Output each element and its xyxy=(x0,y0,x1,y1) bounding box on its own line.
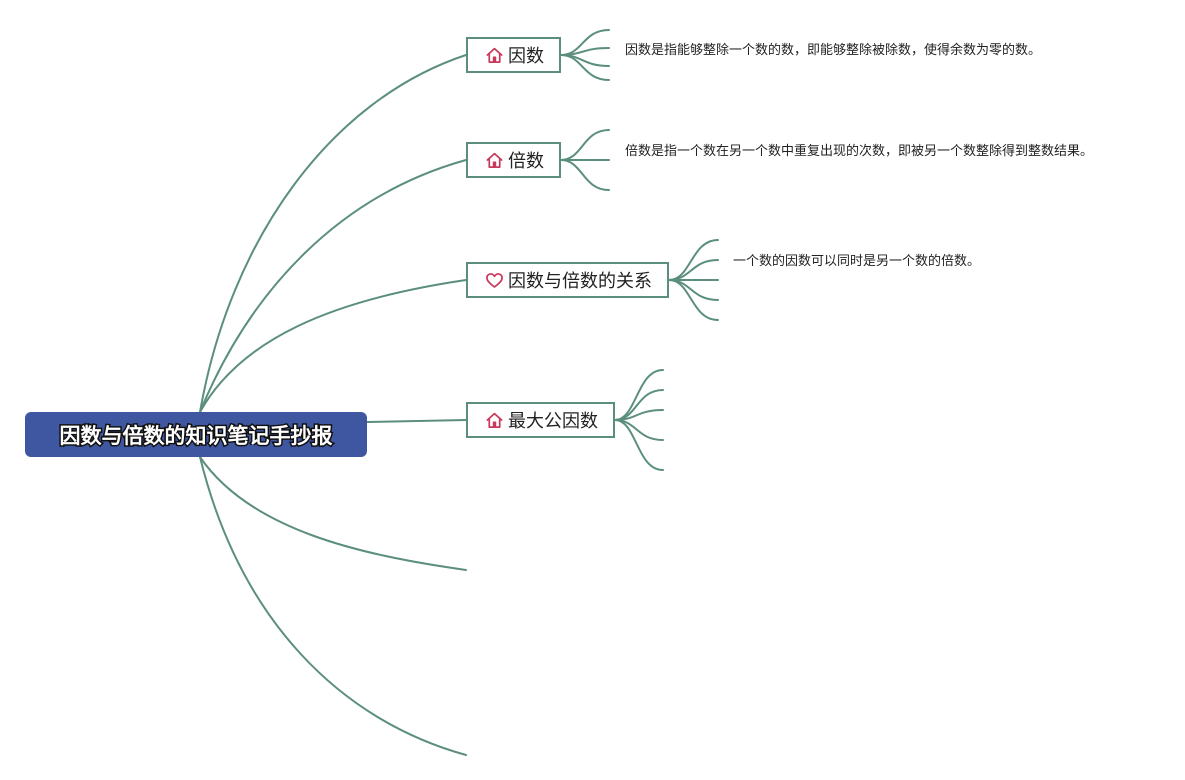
note-factor: 因数是指能够整除一个数的数，即能够整除被除数，使得余数为零的数。 xyxy=(625,43,1042,58)
sub-branch-line xyxy=(560,159,610,191)
house-icon xyxy=(486,152,503,168)
topic-relation[interactable]: 因数与倍数的关系 xyxy=(466,262,669,298)
topic-gcd[interactable]: 最大公因数 xyxy=(466,402,615,438)
topic-factor[interactable]: 因数 xyxy=(466,37,561,73)
sub-branch-line xyxy=(614,419,664,471)
sub-branch-line xyxy=(614,409,664,421)
branch-line xyxy=(366,419,467,423)
branch-line xyxy=(199,456,467,756)
house-icon xyxy=(486,47,503,63)
note-relation: 一个数的因数可以同时是另一个数的倍数。 xyxy=(733,254,981,269)
house-icon xyxy=(486,412,503,428)
root-topic[interactable]: 因数与倍数的知识笔记手抄报 xyxy=(25,412,367,457)
sub-branch-line xyxy=(614,389,664,421)
sub-branch-line xyxy=(560,129,610,161)
branch-line xyxy=(199,54,467,413)
topic-label: 因数 xyxy=(508,46,544,67)
sub-branch-line xyxy=(560,47,610,56)
root-title: 因数与倍数的知识笔记手抄报 xyxy=(58,422,334,449)
topic-label: 倍数 xyxy=(508,151,544,172)
sub-branch-line xyxy=(668,279,719,301)
topic-label: 因数与倍数的关系 xyxy=(508,271,652,292)
topic-multiple[interactable]: 倍数 xyxy=(466,142,561,178)
branch-line xyxy=(199,159,467,413)
sub-branch-line xyxy=(668,279,719,321)
sub-branch-line xyxy=(560,54,610,81)
note-multiple: 倍数是指一个数在另一个数中重复出现的次数，即被另一个数整除得到整数结果。 xyxy=(625,144,1094,159)
topic-label: 最大公因数 xyxy=(508,411,598,432)
heart-icon xyxy=(486,272,503,288)
branch-line xyxy=(199,279,467,413)
sub-branch-line xyxy=(668,259,719,281)
sub-branch-line xyxy=(614,369,664,421)
branch-line xyxy=(199,456,467,571)
